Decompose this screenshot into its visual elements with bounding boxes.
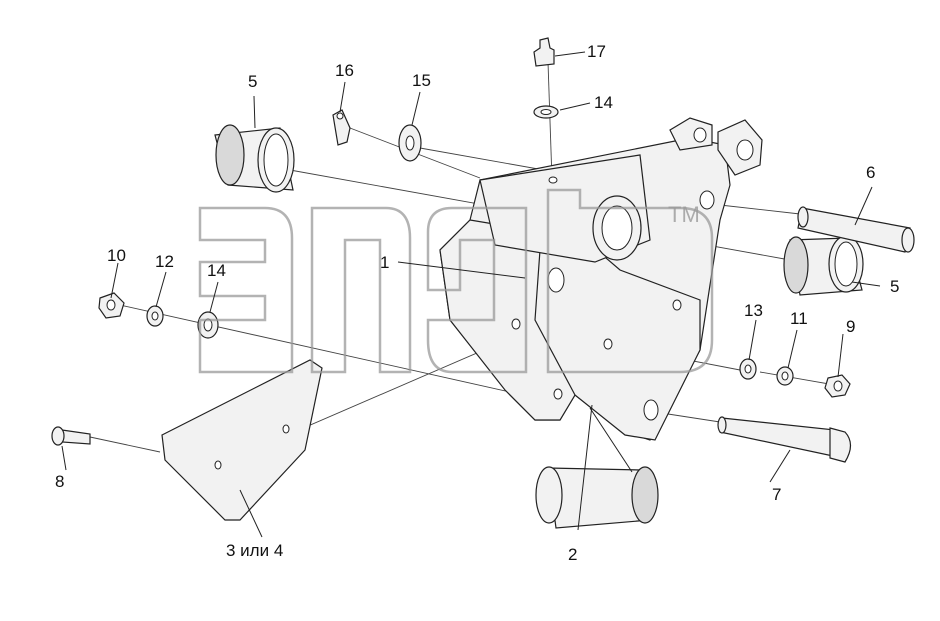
callout-8: 8 bbox=[55, 472, 64, 491]
callout-7: 7 bbox=[772, 485, 781, 504]
bushing-part-5-lower bbox=[783, 235, 864, 296]
callout-5-lower: 5 bbox=[890, 277, 899, 296]
bracket-part-1 bbox=[439, 117, 763, 441]
callout-14-left: 14 bbox=[207, 261, 226, 280]
nut-part-9 bbox=[824, 374, 851, 398]
watermark-logo: TM bbox=[198, 188, 714, 374]
cotter-pin-part-16 bbox=[332, 109, 351, 146]
grease-fitting-part-17 bbox=[533, 37, 555, 67]
callout-16: 16 bbox=[335, 61, 354, 80]
bolt-part-7 bbox=[717, 416, 852, 463]
pin-part-6 bbox=[797, 206, 915, 253]
callout-3-or-4: 3 или 4 bbox=[226, 541, 283, 560]
bushing-part-5-upper bbox=[214, 124, 295, 193]
bushing-part-2 bbox=[535, 466, 659, 529]
nut-part-10 bbox=[98, 292, 125, 319]
watermark-trademark: TM bbox=[668, 202, 700, 227]
callout-1: 1 bbox=[380, 253, 389, 272]
callout-2: 2 bbox=[568, 545, 577, 564]
callout-labels: 1 2 3 или 4 5 5 6 7 8 9 10 11 12 13 14 1… bbox=[55, 42, 899, 564]
washer-part-14-left bbox=[197, 311, 219, 339]
callout-5-upper: 5 bbox=[248, 72, 257, 91]
washer-part-14-top bbox=[533, 105, 559, 119]
callout-12: 12 bbox=[155, 252, 174, 271]
callout-17: 17 bbox=[587, 42, 606, 61]
leader-lines bbox=[61, 51, 881, 538]
callout-13: 13 bbox=[744, 301, 763, 320]
callout-14-top: 14 bbox=[594, 93, 613, 112]
washer-part-11 bbox=[776, 366, 794, 386]
callout-6: 6 bbox=[866, 163, 875, 182]
callout-9: 9 bbox=[846, 317, 855, 336]
washer-part-12 bbox=[146, 305, 164, 327]
bolt-part-8 bbox=[51, 426, 91, 446]
callout-11: 11 bbox=[790, 309, 808, 328]
plate-part-3-or-4 bbox=[161, 359, 323, 521]
callout-10: 10 bbox=[107, 246, 126, 265]
callout-15: 15 bbox=[412, 71, 431, 90]
washer-part-15 bbox=[398, 124, 422, 162]
washer-part-13 bbox=[739, 358, 757, 380]
